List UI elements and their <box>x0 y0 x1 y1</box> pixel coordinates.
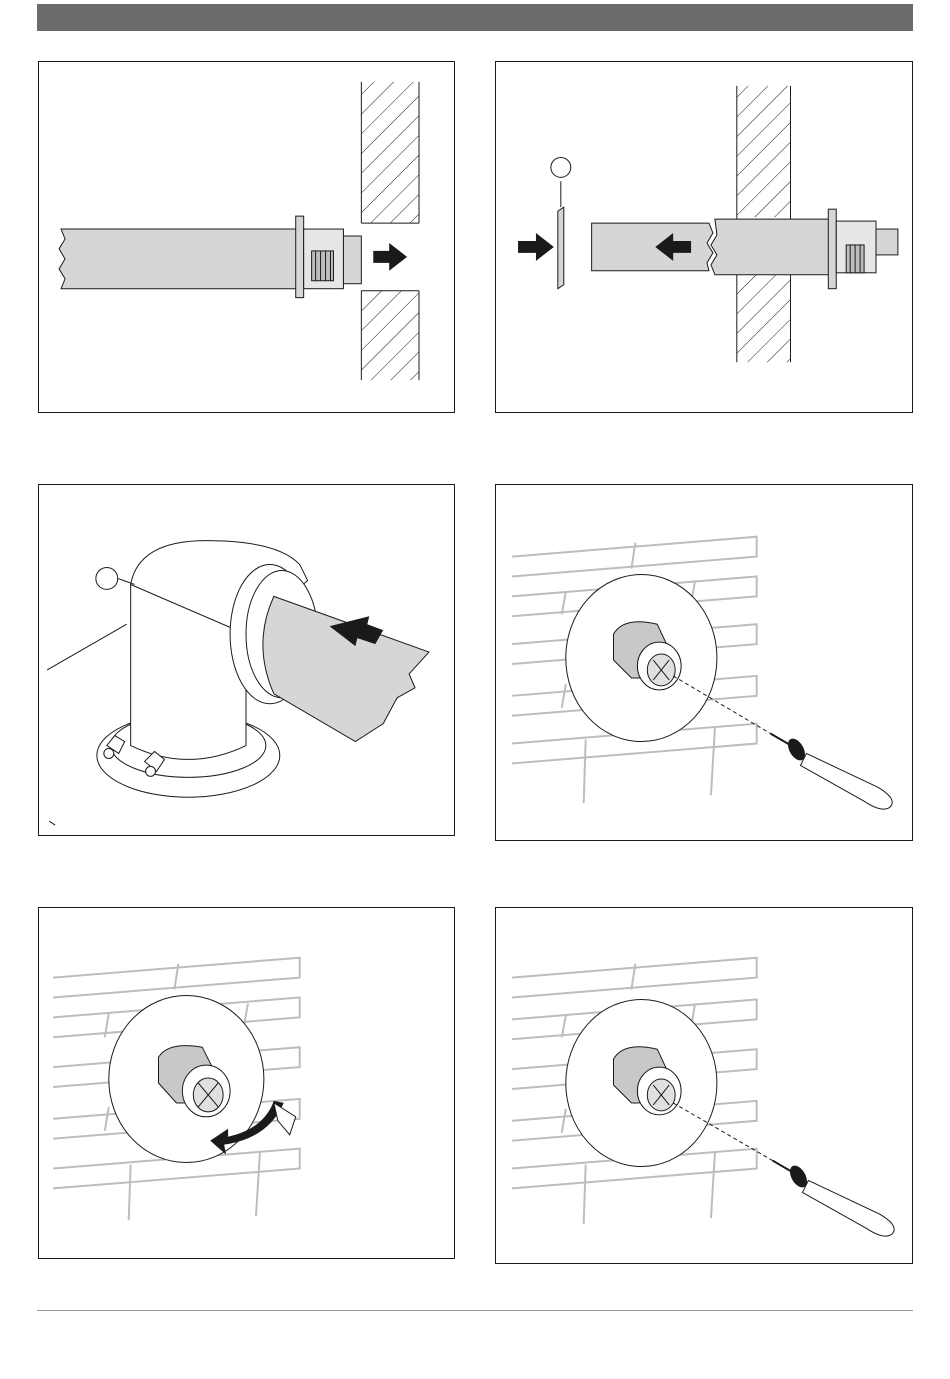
flue-pipe <box>59 216 361 298</box>
screwdriver-icon <box>771 734 893 810</box>
callout-circle <box>551 157 571 177</box>
figure-screw-rosette <box>495 484 913 841</box>
footer-rule <box>37 1310 913 1311</box>
screw-rosette-illustration <box>496 485 912 840</box>
pipe-through-wall-illustration <box>39 62 454 412</box>
figure-elbow-connection <box>38 484 455 836</box>
header-bar <box>37 4 913 31</box>
push-arrow <box>518 233 554 261</box>
wall-section <box>361 82 419 380</box>
rotate-cap-illustration <box>39 908 454 1258</box>
screw-rosette-final-illustration <box>496 908 912 1263</box>
rosette-disc <box>551 157 571 288</box>
push-arrow <box>373 243 407 271</box>
figure-screw-rosette-final <box>495 907 913 1264</box>
elbow-connection-illustration <box>39 485 454 835</box>
figure-rotate-cap <box>38 907 455 1259</box>
figure-insert-from-outside <box>495 61 913 413</box>
corner-tick <box>49 821 55 825</box>
inserted-pipe <box>263 596 429 741</box>
rotate-arrow-tail <box>274 1103 296 1135</box>
screwdriver-icon <box>773 1161 895 1237</box>
insert-from-outside-illustration <box>496 62 912 412</box>
callout <box>47 568 135 670</box>
figure-pipe-through-wall <box>38 61 455 413</box>
